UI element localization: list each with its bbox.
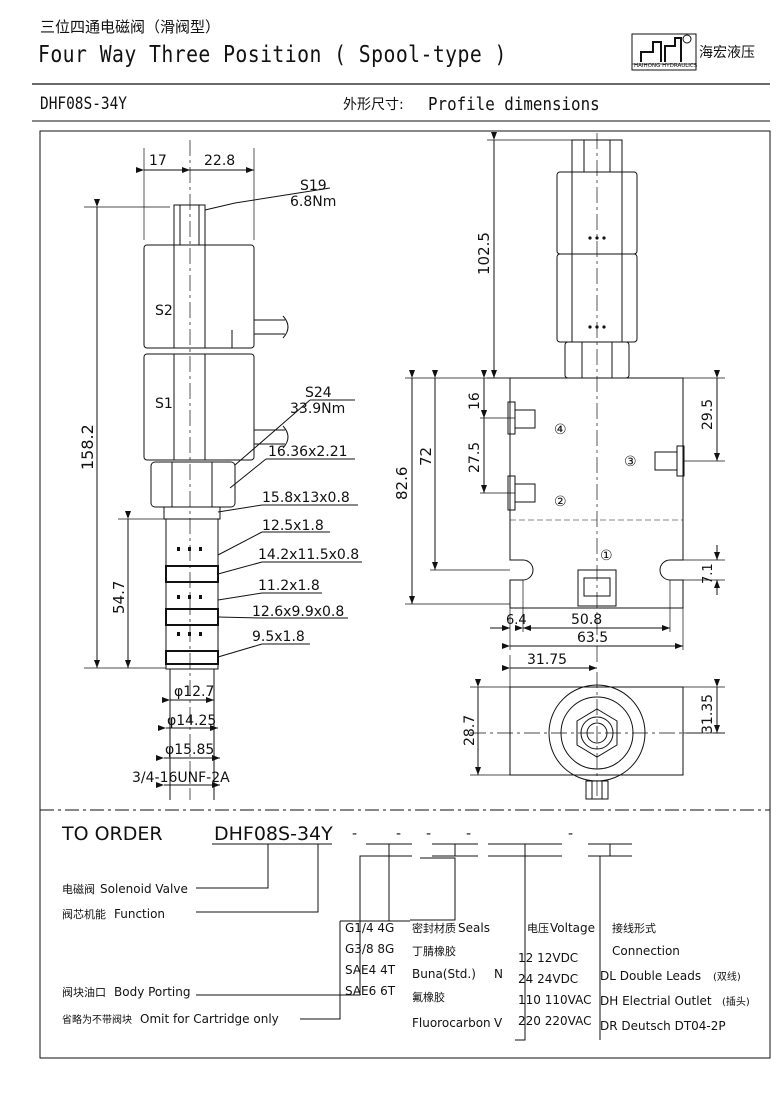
function-cn: 阀芯机能 [62,907,106,921]
voltage-option-1: 12 12VDC [518,951,578,965]
model-number: DHF08S-34Y [40,94,128,114]
port-option-4: SAE6 6T [345,984,396,998]
connection-dl: DL Double Leads [600,969,701,983]
omit-cn: 省略为不带阀块 [62,1013,132,1026]
body-porting-cn: 阀块油口 [62,985,106,999]
port-3-label: ③ [624,454,637,470]
seal-9-5: 9.5x1.8 [252,629,305,645]
dim-82-6: 82.6 [393,467,411,500]
dim-16: 16 [467,392,483,410]
dim-7-1: 7.1 [701,563,716,584]
dim-158-2: 158.2 [78,424,97,470]
voltage-option-3: 110 110VAC [518,993,591,1007]
voltage-en: Voltage [550,921,595,935]
fluoro-cn: 氟橡胶 [412,990,445,1004]
seal-12-6: 12.6x9.9x0.8 [252,604,344,620]
dim-17: 17 [149,153,167,169]
buna-code: N [494,967,503,981]
port-4-label: ④ [554,422,567,438]
dim-102-5: 102.5 [475,232,493,275]
title-chinese: 三位四通电磁阀（滑阀型） [40,18,221,36]
connection-dr: DR Deutsch DT04-2P [600,1019,726,1033]
port-option-1: G1/4 4G [345,921,394,935]
dim-54-7: 54.7 [110,581,128,614]
coil-s1: S1 [155,396,173,412]
order-dash-4: - [466,826,471,842]
connection-cn: 接线形式 [612,921,656,935]
dim-72: 72 [417,447,435,466]
port-option-3: SAE4 4T [345,963,396,977]
dia-14-25: φ14.25 [167,713,216,729]
logo-brand-english: HAIHONG HYDRAULICS [634,63,698,69]
seals-en: Seals [458,921,490,935]
seal-14-2: 14.2x11.5x0.8 [258,547,359,563]
seal-15-8: 15.8x13x0.8 [262,490,350,506]
connection-en: Connection [612,944,680,958]
body-porting-en: Body Porting [114,985,190,999]
voltage-option-4: 220 220VAC [518,1014,591,1028]
dim-6-4: 6.4 [506,613,527,628]
profile-label-english: Profile dimensions [428,94,600,115]
order-dash-1: - [352,826,357,842]
omit-en: Omit for Cartridge only [140,1012,279,1026]
connection-dl-cn: (双线) [713,970,741,983]
fluoro-code: V [494,1016,503,1030]
dim-50-8: 50.8 [571,612,602,628]
label-s19: S19 [300,178,327,194]
voltage-option-2: 24 24VDC [518,972,578,986]
port-option-2: G3/8 8G [345,942,394,956]
seal-12-5: 12.5x1.8 [262,518,324,534]
buna-cn: 丁腈橡胶 [412,944,456,958]
coil-s2: S2 [155,303,173,319]
company-logo: HAIHONG HYDRAULICS 海宏液压 [631,28,759,74]
port-2-label: ② [554,494,567,510]
profile-label-chinese: 外形尺寸: [343,97,404,113]
dim-31-75: 31.75 [527,652,567,668]
solenoid-valve-cn: 电磁阀 [62,882,95,896]
dim-29-5: 29.5 [700,399,716,430]
torque-s24: 33.9Nm [290,401,345,417]
fluoro-en: Fluorocarbon [412,1016,491,1030]
function-en: Function [114,907,165,921]
title-english: Four Way Three Position ( Spool-type ) [38,42,507,68]
port-1-label: ① [600,548,613,564]
order-title: TO ORDER [61,823,163,845]
seal-11-2: 11.2x1.8 [258,578,320,594]
dim-28-7: 28.7 [462,715,478,746]
thread-spec: 3/4-16UNF-2A [132,770,230,786]
order-dash-3: - [426,826,431,842]
solenoid-valve-en: Solenoid Valve [100,882,188,896]
dia-12-7: φ12.7 [174,684,214,700]
connection-dh-cn: (插头) [722,995,750,1008]
torque-s19: 6.8Nm [290,194,336,210]
voltage-cn: 电压 [527,922,549,935]
dia-15-85: φ15.85 [165,742,214,758]
seal-16-36: 16.36x2.21 [268,444,348,460]
label-s24: S24 [305,385,332,401]
dim-31-35: 31.35 [700,694,716,734]
dim-22-8: 22.8 [204,153,235,169]
logo-brand-chinese: 海宏液压 [699,45,755,61]
buna-en: Buna(Std.) [412,967,476,981]
order-dash-2: - [396,826,401,842]
connection-dh: DH Electrial Outlet [600,994,712,1008]
seals-cn: 密封材质 [412,921,456,935]
order-code: DHF08S-34Y [214,823,333,845]
dim-63-5: 63.5 [577,630,608,646]
order-dash-5: - [568,826,573,842]
dim-27-5: 27.5 [467,442,483,473]
